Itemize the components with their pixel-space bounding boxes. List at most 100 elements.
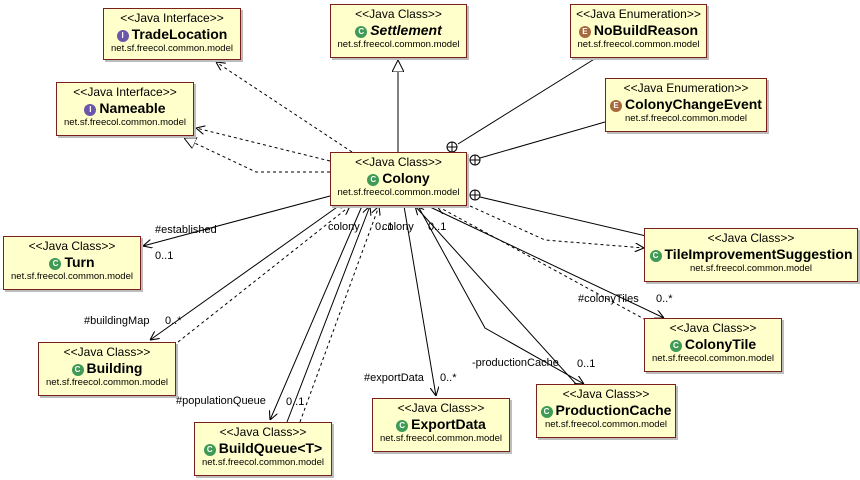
class-icon: C bbox=[649, 250, 662, 262]
stereotype-label: <<Java Class>> bbox=[707, 231, 795, 245]
colony-multiplicity: 0..1 bbox=[375, 221, 394, 233]
class-icon: C bbox=[49, 258, 62, 270]
class-name: NoBuildReason bbox=[593, 22, 699, 38]
stereotype-label: <<Java Class>> bbox=[562, 387, 650, 401]
population-queue-multiplicity: 0..1 bbox=[286, 396, 305, 408]
assoc-exportdata-edge bbox=[403, 205, 436, 396]
package-label: net.sf.freecol.common.model bbox=[202, 457, 324, 468]
assoc-building-colony-edge bbox=[177, 206, 350, 343]
depends-tileimprovement-edge bbox=[469, 205, 644, 248]
package-label: net.sf.freecol.common.model bbox=[11, 271, 133, 282]
class-name: ProductionCache bbox=[555, 402, 672, 418]
class-name: TradeLocation bbox=[131, 26, 228, 42]
package-label: net.sf.freecol.common.model bbox=[337, 187, 460, 198]
stereotype-label: <<Java Class>> bbox=[397, 401, 485, 415]
stereotype-label: <<Java Class>> bbox=[28, 239, 116, 253]
stereotype-label: <<Java Interface>> bbox=[120, 11, 224, 25]
colony-role-label: colony bbox=[328, 221, 360, 233]
nested-tileimprovement-edge bbox=[479, 196, 647, 237]
nesting-circle-nobuildreason bbox=[446, 141, 458, 153]
export-data-role-label: #exportData bbox=[364, 372, 424, 384]
population-queue-role-label: #populationQueue bbox=[176, 395, 266, 407]
class-icon: C bbox=[540, 406, 553, 418]
realizes-nameable-edge bbox=[184, 138, 330, 173]
stereotype-label: <<Java Class>> bbox=[355, 7, 442, 21]
assoc-productioncache-colony-edge bbox=[415, 206, 577, 385]
package-label: net.sf.freecol.common.model bbox=[577, 39, 700, 50]
class-name: Turn bbox=[64, 254, 95, 270]
established-multiplicity: 0..1 bbox=[155, 250, 174, 262]
class-name: TileImprovementSuggestion bbox=[664, 246, 853, 262]
class-name: BuildQueue<T> bbox=[218, 440, 323, 456]
interface-icon: I bbox=[84, 104, 97, 116]
package-label: net.sf.freecol.common.model bbox=[46, 377, 168, 388]
class-name: ColonyChangeEvent bbox=[625, 96, 762, 112]
production-cache-multiplicity: 0..1 bbox=[577, 358, 596, 370]
depends-nameable-edge bbox=[196, 128, 331, 162]
package-label: net.sf.freecol.common.model bbox=[111, 43, 233, 54]
colony-tiles-role-label: #colonyTiles bbox=[578, 293, 639, 305]
class-name: Building bbox=[86, 360, 143, 376]
assoc-buildingmap-edge bbox=[150, 204, 341, 340]
package-label: net.sf.freecol.common.model bbox=[337, 39, 460, 50]
package-label: net.sf.freecol.common.model bbox=[625, 113, 747, 124]
assoc-productioncache-edge bbox=[417, 205, 584, 384]
stereotype-label: <<Java Enumeration>> bbox=[576, 7, 701, 21]
colony-tiles-multiplicity: 0..* bbox=[656, 293, 673, 305]
assoc-populationqueue-edge bbox=[270, 205, 363, 420]
package-label: net.sf.freecol.common.model bbox=[380, 433, 502, 444]
class-name: ColonyTile bbox=[684, 336, 757, 352]
colony-role-label-2: colony bbox=[382, 221, 414, 233]
stereotype-label: <<Java Interface>> bbox=[73, 85, 177, 99]
assoc-colonytiles-edge bbox=[427, 205, 664, 318]
class-name: Nameable bbox=[99, 100, 166, 116]
assoc-buildqueue-colony-edge bbox=[286, 206, 370, 423]
building-map-multiplicity: 0..* bbox=[165, 315, 182, 327]
class-icon: C bbox=[71, 364, 84, 376]
depends-buildqueue-edge bbox=[299, 206, 379, 423]
nesting-circle-colonychangeevent bbox=[469, 154, 481, 166]
assoc-established-edge bbox=[143, 195, 331, 246]
class-icon: C bbox=[367, 174, 380, 186]
established-role-label: #established bbox=[155, 224, 217, 236]
nested-nobuildreason-edge bbox=[457, 57, 597, 145]
class-icon: C bbox=[203, 444, 216, 456]
class-name: ExportData bbox=[411, 416, 486, 432]
class-name: Colony bbox=[382, 170, 430, 186]
interface-icon: I bbox=[116, 30, 129, 42]
depends-tradelocation-edge bbox=[216, 62, 353, 153]
colony-multiplicity-2: 0..1 bbox=[428, 221, 447, 233]
stereotype-label: <<Java Class>> bbox=[669, 321, 757, 335]
enum-icon: E bbox=[610, 100, 623, 112]
stereotype-label: <<Java Class>> bbox=[219, 425, 307, 439]
stereotype-label: <<Java Class>> bbox=[355, 155, 442, 169]
package-label: net.sf.freecol.common.model bbox=[690, 263, 812, 274]
stereotype-label: <<Java Enumeration>> bbox=[623, 81, 749, 95]
class-name: Settlement bbox=[370, 22, 442, 38]
export-data-multiplicity: 0..* bbox=[440, 372, 457, 384]
package-label: net.sf.freecol.common.model bbox=[652, 353, 774, 364]
class-icon: C bbox=[396, 420, 409, 432]
abstract-class-icon: C bbox=[355, 26, 368, 38]
enum-icon: E bbox=[578, 26, 591, 38]
nested-colonychangeevent-edge bbox=[479, 121, 606, 159]
package-label: net.sf.freecol.common.model bbox=[64, 117, 186, 128]
production-cache-role-label: -productionCache bbox=[472, 357, 559, 369]
package-label: net.sf.freecol.common.model bbox=[545, 419, 667, 430]
stereotype-label: <<Java Class>> bbox=[63, 345, 151, 359]
assoc-colonytile-colony-edge bbox=[437, 206, 647, 321]
class-icon: C bbox=[669, 340, 682, 352]
